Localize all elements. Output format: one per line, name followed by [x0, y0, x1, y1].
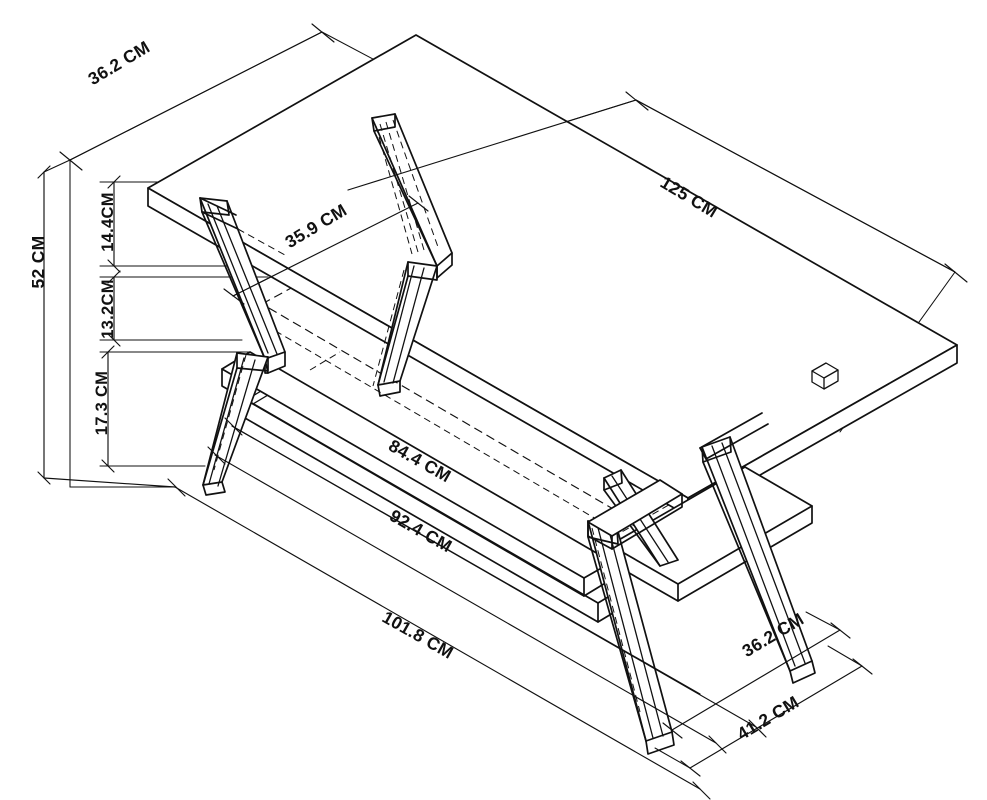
leg-rear-left	[371, 113, 453, 397]
left-upper-rails	[199, 197, 286, 256]
dim-label-height-mid: 13.2CM	[99, 279, 117, 339]
edge-tab	[811, 362, 839, 390]
leg-rear-right	[701, 436, 816, 684]
right-rear-rail	[699, 412, 769, 460]
dim-label-depth-top: 36.2 CM	[85, 37, 154, 89]
dim-label-depth-foot-outer: 41.2 CM	[734, 692, 803, 744]
dim-label-height-lower: 17.3 CM	[93, 371, 111, 435]
dimension-lines	[37, 23, 968, 800]
right-upper-rail	[587, 479, 683, 550]
dim-label-height-seat-top: 14.4CM	[99, 192, 117, 252]
leg-front-left	[199, 197, 341, 496]
dim-label-length-foot: 101.8 CM	[379, 607, 457, 663]
seat-top	[147, 34, 958, 517]
dim-label-height-total: 52 CM	[28, 235, 48, 288]
